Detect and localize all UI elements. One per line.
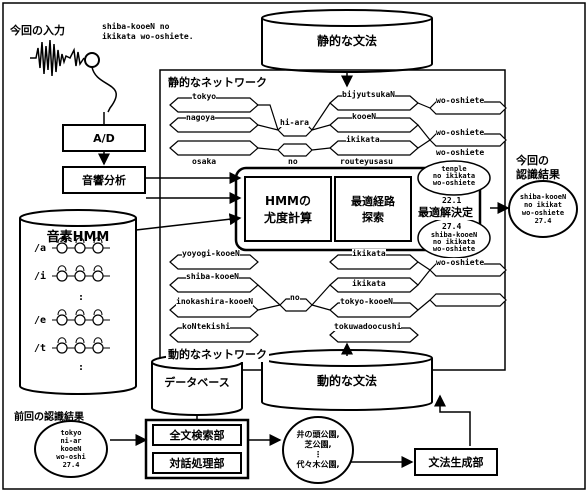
database-label: データベース [164,376,230,389]
result-line2: no ikikat [524,201,562,209]
hmm-ellipsis: : [78,292,85,303]
word-label: routeyusasu [340,157,393,166]
result-line3: wo-oshiete [521,209,565,217]
hmm-row-label: /e [34,315,47,326]
waveform [30,39,85,77]
candidate-1: tenple no ikikata wo-oshiete [422,166,486,187]
prev-result-line4: wo-oshi [56,453,86,461]
best-path-line2: 探索 [362,211,384,224]
dynamic-network-label: 動的なネットワーク [166,346,269,362]
prev-result-score: 27.4 [62,461,80,469]
input-text-line2: ikikata wo-oshiete. [102,32,194,41]
word-label: wo-oshiete [436,96,485,105]
candidate-2: shiba-kooeN no ikikata wo-oshiete [422,232,486,253]
prev-result-title: 前回の認識結果 [14,412,84,423]
input-title: 今回の入力 [10,24,65,37]
word-label: wo-oshiete [436,148,485,157]
dynamic-network-words [169,254,507,343]
candidate-2-score: 27.4 [442,222,462,231]
candidate-1-line3: wo-oshiete [432,179,476,187]
static-grammar-label: 静的な文法 [316,34,377,48]
word-label: wo-oshiete [436,128,485,137]
dynamic-grammar-cylinder [261,349,433,411]
word-label: inokashira-kooeN [176,297,254,306]
result-score: 27.4 [534,217,552,225]
word-label: tokyo-kooeN [340,297,393,306]
phoneme-hmm-cylinder [19,209,137,395]
park-list-line2: 芝公園, [304,440,332,449]
candidate-2-line3: wo-oshiete [432,245,476,253]
park-list-circle: 井の頭公園, 芝公園, ⋮ 代々木公園, [282,416,354,484]
word-label: osaka [192,157,217,166]
word-label: tokyo [192,92,217,101]
word-label: yoyogi-kooeN [182,249,240,258]
grammar-generation-box: 文法生成部 [414,448,498,476]
park-list-ellipsis: ⋮ [314,450,322,459]
hmm-row-label: /t [34,343,47,354]
dialog-processing-box: 対話処理部 [152,452,242,474]
word-label: nagoya [186,113,215,122]
acoustic-analysis-box: 音響分析 [62,166,146,194]
hmm-likelihood-line2: 尤度計算 [263,211,312,225]
input-text-line1: shiba-kooeN no [102,22,170,31]
word-label: wo-oshiete [436,258,485,267]
word-label: tokuwadoocushi [334,322,402,331]
outer-frame [2,2,586,490]
hmm-likelihood-line1: HMMの [265,194,311,208]
park-list-line1: 井の頭公園, [296,430,340,439]
prev-result-line1: tokyo [60,429,82,437]
word-label: no [288,157,298,166]
word-label: kooeN [352,112,377,121]
prev-result-line3: kooeN [60,445,82,453]
candidate-1-score: 22.1 [442,196,462,205]
word-label: ikikata [352,249,386,258]
phoneme-hmm-title: 音素HMM [46,230,110,245]
park-list-line3: 代々木公園, [296,460,340,469]
word-label: hi-ara [280,118,309,127]
hmm-ellipsis: : [78,362,85,373]
word-label: koNtekishi [182,322,231,331]
candidate-1-line2: no ikikata [432,172,476,180]
ad-converter-box: A/D [62,124,146,152]
best-path-line1: 最適経路 [351,195,395,208]
hmm-likelihood-box: HMMの 尤度計算 [244,176,332,242]
hmm-row-label: /i [34,271,47,282]
word-label: bijyutsukaN [342,90,395,99]
word-label: ikikata [352,279,386,288]
prev-result-line2: ni-ar [60,437,82,445]
best-decision-label: 最適解決定 [418,204,473,220]
result-circle: shiba-kooeN no ikikat wo-oshiete 27.4 [508,180,578,238]
prev-result-circle: tokyo ni-ar kooeN wo-oshi 27.4 [34,420,108,478]
candidate-2-line2: no ikikata [432,238,476,246]
result-title-line1: 今回の [516,154,549,167]
microphone-icon [84,52,100,68]
candidate-2-line1: shiba-kooeN [430,231,478,239]
candidate-1-line1: tenple [441,165,467,173]
word-label: shiba-kooeN [186,272,239,281]
fulltext-search-box: 全文検索部 [152,424,242,446]
best-path-search-box: 最適経路 探索 [334,176,412,242]
dynamic-grammar-label: 動的な文法 [316,374,377,388]
static-grammar-cylinder [261,9,433,73]
static-network-label: 静的なネットワーク [166,74,269,90]
result-line1: shiba-kooeN [519,193,567,201]
word-label: no [290,293,300,302]
result-title-line2: 認識結果 [516,168,560,181]
candidate-ellipses [417,160,491,259]
word-label: ikikata [346,135,380,144]
hmm-row-label: /a [34,243,47,254]
static-network-words [169,95,507,157]
